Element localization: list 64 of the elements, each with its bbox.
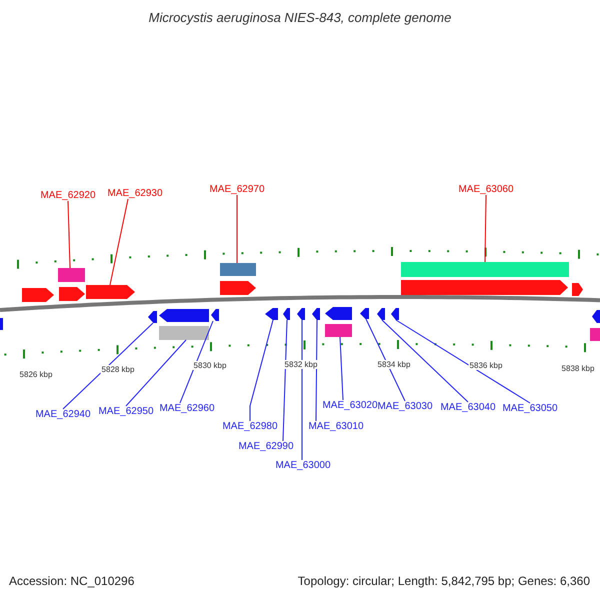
gene-label: MAE_63010 — [308, 421, 364, 432]
leader-line — [68, 200, 70, 268]
gene-feature — [265, 308, 278, 320]
gene-label: MAE_63020 — [322, 400, 378, 411]
leader-line — [396, 320, 530, 404]
gene-feature — [325, 324, 352, 337]
gene-feature — [377, 308, 385, 320]
gene-feature — [360, 308, 369, 319]
gene-label: MAE_62950 — [98, 406, 154, 417]
leader-line — [340, 336, 344, 400]
gene-feature — [59, 287, 85, 301]
gene-feature — [592, 310, 600, 323]
axis-tick-label: 5834 kbp — [376, 360, 412, 369]
gene-label: MAE_63040 — [440, 402, 496, 413]
gene-feature — [590, 328, 600, 341]
gene-feature — [572, 283, 583, 296]
leader-line — [366, 318, 406, 402]
gene-feature — [58, 268, 85, 282]
leader-line — [126, 340, 186, 406]
gene-feature — [159, 309, 209, 322]
gene-feature — [0, 318, 3, 330]
gene-feature — [283, 308, 290, 320]
gene-feature — [325, 307, 352, 320]
leader-line — [180, 320, 214, 404]
gene-label: MAE_62940 — [35, 409, 91, 420]
gene-feature — [297, 308, 305, 320]
gene-label: MAE_62960 — [159, 403, 215, 414]
accession-label: Accession: NC_010296 — [9, 574, 134, 588]
gene-feature — [159, 326, 209, 340]
gene-feature — [148, 311, 157, 323]
axis-tick-label: 5832 kbp — [284, 360, 318, 369]
gene-label: MAE_62980 — [222, 421, 278, 432]
axis-tick-label: 5826 kbp — [18, 370, 54, 379]
axis-tick-label: 5838 kbp — [560, 364, 596, 373]
axis-tick-label: 5828 kbp — [100, 365, 136, 374]
gene-label: MAE_63050 — [502, 403, 558, 414]
gene-label: MAE_63060 — [458, 184, 514, 195]
axis-tick-label: 5830 kbp — [192, 361, 228, 370]
leader-line — [110, 198, 128, 286]
gene-feature — [211, 309, 219, 321]
gene-feature — [220, 281, 256, 295]
gene-feature — [401, 280, 568, 295]
gene-label: MAE_62930 — [107, 188, 163, 199]
leader-line — [236, 194, 238, 264]
leader-line — [316, 320, 318, 422]
gene-label: MAE_63030 — [377, 401, 433, 412]
gene-feature — [220, 263, 256, 276]
gene-feature — [391, 308, 399, 320]
gene-feature — [312, 308, 320, 320]
leader-line — [382, 320, 468, 402]
gene-feature — [22, 288, 54, 302]
gene-label: MAE_62970 — [209, 184, 265, 195]
gene-label: MAE_62920 — [40, 190, 96, 201]
gene-feature — [401, 262, 569, 277]
title: Microcystis aeruginosa NIES-843, complete genome — [148, 10, 452, 25]
leader-line — [62, 322, 154, 410]
gene-feature — [86, 285, 135, 299]
leader-line — [484, 194, 486, 262]
leader-line — [250, 320, 274, 422]
gene-label: MAE_62990 — [238, 441, 294, 452]
axis-tick-label: 5836 kbp — [468, 361, 504, 370]
gene-label: MAE_63000 — [275, 460, 331, 471]
genome-info: Topology: circular; Length: 5,842,795 bp; Genes: 6,360 — [298, 574, 590, 588]
leader-line — [282, 320, 288, 442]
